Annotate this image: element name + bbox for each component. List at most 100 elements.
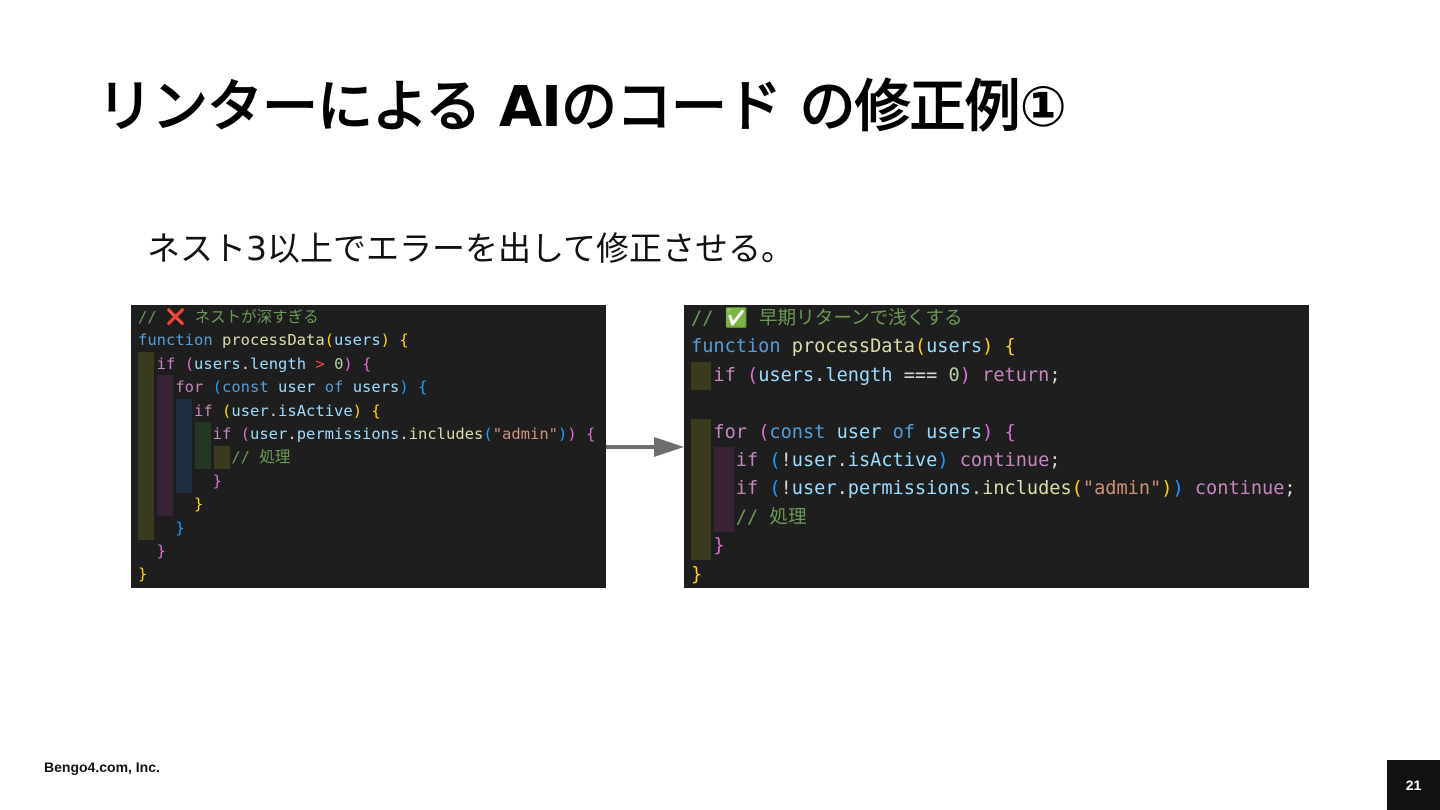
code-token: includes bbox=[982, 478, 1072, 500]
code-line: // ❌ ネストが深すぎる bbox=[138, 306, 319, 329]
code-token bbox=[736, 365, 747, 386]
code-line: } bbox=[138, 517, 185, 540]
code-token bbox=[138, 472, 213, 490]
code-token: isActive bbox=[847, 450, 938, 471]
code-token: { bbox=[586, 425, 596, 443]
code-token: function bbox=[138, 331, 222, 350]
code-token: // bbox=[138, 308, 166, 326]
code-token: ; bbox=[1049, 364, 1061, 386]
code-token: // 処理 bbox=[735, 506, 807, 528]
code-token: ネストが深すぎる bbox=[185, 308, 319, 326]
code-token bbox=[747, 422, 758, 443]
code-token bbox=[138, 495, 194, 513]
code-token: users bbox=[194, 354, 241, 373]
code-token bbox=[971, 365, 982, 386]
code-line: // 処理 bbox=[138, 446, 290, 469]
code-token: . bbox=[287, 425, 297, 443]
arrow-right-icon bbox=[606, 437, 684, 457]
code-token: users bbox=[926, 421, 983, 443]
code-token bbox=[325, 355, 334, 373]
code-token: ! bbox=[780, 478, 792, 500]
code-token: const bbox=[769, 421, 826, 443]
code-token: ; bbox=[1284, 478, 1296, 500]
indent-guide bbox=[714, 447, 734, 532]
code-token bbox=[758, 478, 769, 499]
code-token bbox=[949, 450, 960, 471]
page-number: 21 bbox=[1405, 777, 1422, 793]
code-token: for bbox=[175, 378, 204, 397]
code-token bbox=[390, 331, 399, 349]
code-token: users bbox=[926, 336, 983, 358]
code-token: { bbox=[399, 331, 409, 350]
code-token: 0 bbox=[948, 364, 960, 386]
indent-guide bbox=[176, 399, 192, 493]
code-token: "admin" bbox=[492, 425, 559, 443]
code-token: if bbox=[735, 450, 759, 471]
code-token bbox=[1184, 478, 1195, 499]
code-line: if (!user.permissions.includes("admin"))… bbox=[691, 475, 1296, 503]
code-token: const bbox=[222, 378, 269, 397]
indent-guide bbox=[195, 422, 211, 469]
code-token: return bbox=[982, 364, 1050, 386]
code-token: ( bbox=[240, 425, 251, 443]
code-token bbox=[203, 378, 212, 396]
code-token: } bbox=[175, 518, 185, 537]
code-token: ) bbox=[1161, 478, 1173, 500]
code-token bbox=[993, 422, 1004, 443]
code-token: { bbox=[362, 354, 372, 373]
indent-guide bbox=[691, 419, 711, 560]
code-token: if bbox=[212, 425, 232, 443]
code-token: ) bbox=[352, 401, 363, 420]
code-token: ) bbox=[567, 425, 577, 443]
indent-guide bbox=[157, 375, 173, 516]
code-token bbox=[138, 519, 175, 537]
code-token: { bbox=[371, 401, 381, 420]
code-token: ✅ bbox=[724, 308, 748, 329]
code-line: if (!user.isActive) continue; bbox=[691, 447, 1061, 475]
code-token: . bbox=[268, 401, 279, 420]
code-token: ( bbox=[769, 450, 781, 471]
code-token: "admin" bbox=[1082, 478, 1162, 500]
code-token bbox=[409, 378, 418, 396]
code-token: } bbox=[691, 563, 703, 585]
code-token: { bbox=[1004, 336, 1016, 358]
code-line: } bbox=[138, 493, 203, 516]
code-token: ) bbox=[558, 425, 568, 443]
code-token: users bbox=[758, 364, 815, 386]
code-line: for (const user of users) { bbox=[138, 376, 427, 399]
code-token: } bbox=[138, 565, 148, 584]
code-token bbox=[138, 355, 157, 373]
code-token: . bbox=[399, 425, 409, 443]
code-token bbox=[343, 378, 352, 396]
code-token bbox=[138, 402, 194, 420]
indent-guide bbox=[691, 362, 711, 390]
code-token: { bbox=[418, 378, 428, 397]
code-line: if (user.permissions.includes("admin")) … bbox=[138, 423, 596, 446]
code-token bbox=[691, 535, 713, 556]
footer-company: Bengo4.com, Inc. bbox=[44, 759, 160, 775]
code-token: of bbox=[892, 421, 915, 443]
page-number-badge: 21 bbox=[1387, 760, 1440, 810]
code-token: user bbox=[250, 425, 288, 443]
code-token: ) bbox=[380, 331, 391, 350]
code-line: function processData(users) { bbox=[138, 329, 409, 352]
code-token: processData bbox=[222, 331, 325, 350]
code-token: length bbox=[250, 354, 307, 373]
code-token: permissions bbox=[296, 425, 400, 443]
code-token: user bbox=[231, 401, 269, 420]
code-token: === bbox=[892, 364, 949, 386]
code-token: ; bbox=[1049, 450, 1061, 471]
code-token: ( bbox=[769, 478, 781, 500]
code-token: includes bbox=[408, 425, 484, 443]
code-line: // 処理 bbox=[691, 504, 807, 532]
code-token: continue bbox=[1194, 478, 1285, 500]
code-token bbox=[138, 542, 157, 560]
slide-title: リンターによる AIのコード の修正例① bbox=[97, 75, 1067, 140]
code-token: ( bbox=[212, 378, 223, 397]
code-line: for (const user of users) { bbox=[691, 419, 1015, 447]
code-token: ( bbox=[1071, 478, 1083, 500]
code-token: users bbox=[334, 331, 381, 350]
code-token: ( bbox=[222, 401, 232, 420]
code-token: ( bbox=[746, 364, 759, 386]
code-token: processData bbox=[791, 336, 915, 358]
